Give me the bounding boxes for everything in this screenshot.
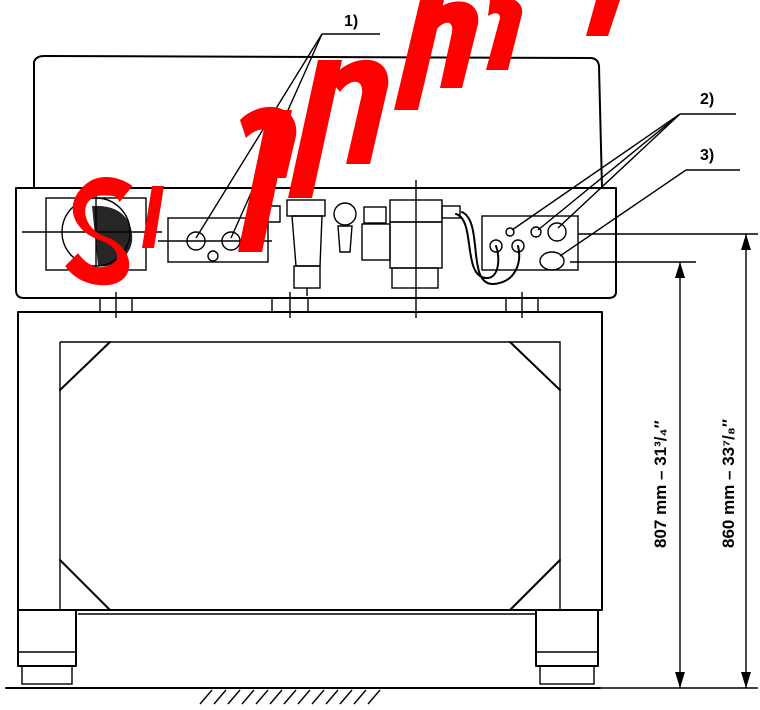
callout-3-leader [559,169,740,257]
stand-legs [17,609,599,685]
dimension-807-label: 807 mm – 31³/₄″ [651,420,670,548]
callout-2-leader [511,113,736,231]
callout-1-label: 1) [344,13,358,30]
filter-regulator-group [267,180,461,318]
sample-watermark [65,0,620,286]
dimension-860 [578,233,758,689]
control-panel [15,187,617,299]
floor-line [5,687,601,705]
connection-plate [481,215,579,271]
panel-feet [99,292,539,318]
dimension-860-label: 860 mm – 33⁷/₈″ [719,419,738,548]
dimension-807 [570,261,696,688]
callout-2-label: 2) [700,91,714,108]
stand-frame [17,311,603,615]
hoses [455,211,521,286]
callout-3-label: 3) [700,147,714,164]
machine-cover [33,55,603,189]
